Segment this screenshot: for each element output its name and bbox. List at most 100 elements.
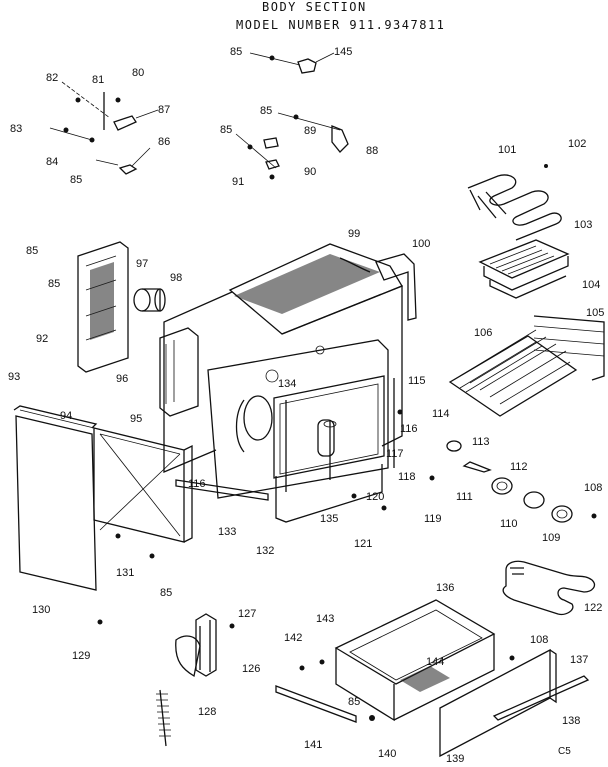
callout-141: 141 (304, 739, 323, 751)
part-94-door-glass (93, 427, 193, 559)
part-81-87-group (49, 81, 159, 175)
callout-112: 112 (510, 461, 528, 473)
callout-136: 136 (436, 582, 455, 594)
part-133-strip (175, 479, 269, 501)
callout-130: 130 (32, 604, 51, 616)
callout-135: 135 (320, 513, 339, 525)
part-128-spring (156, 689, 171, 747)
callout-108: 108 (530, 634, 549, 646)
callout-85: 85 (348, 696, 361, 708)
callout-116: 116 (188, 478, 206, 490)
callout-95: 95 (130, 413, 143, 425)
part-122-bake-element (502, 560, 596, 616)
callout-133: 133 (218, 526, 237, 538)
callout-145: 145 (334, 46, 353, 58)
callout-100: 100 (412, 238, 431, 250)
callout-89: 89 (304, 125, 317, 137)
callout-93: 93 (8, 371, 21, 383)
callout-116: 116 (400, 423, 418, 435)
callout-85: 85 (160, 587, 173, 599)
callout-92: 92 (36, 333, 49, 345)
callout-120: 120 (366, 491, 385, 503)
corner-mark: C5 (558, 746, 571, 757)
part-100-bracket (375, 253, 417, 321)
callout-98: 98 (170, 272, 183, 284)
part-105-106-rack (448, 315, 605, 417)
part-88-90-group (235, 112, 349, 180)
part-101-broil-element (467, 164, 562, 241)
callout-121: 121 (354, 538, 373, 550)
part-99-oven-body (163, 243, 403, 473)
callout-102: 102 (568, 138, 587, 150)
callout-110: 110 (500, 518, 518, 530)
callout-113: 113 (472, 436, 490, 448)
part-97-98-knob (133, 288, 166, 312)
part-126-hinge (175, 613, 235, 678)
callout-81: 81 (92, 74, 105, 86)
callout-138: 138 (562, 715, 581, 727)
callout-87: 87 (158, 104, 171, 116)
callout-106: 106 (474, 327, 493, 339)
callout-97: 97 (136, 258, 149, 270)
part-138-trim (492, 675, 590, 721)
callout-99: 99 (348, 228, 361, 240)
callout-143: 143 (316, 613, 335, 625)
callout-88: 88 (366, 145, 379, 157)
diagram-title: BODY SECTION (262, 0, 367, 14)
part-130-oven-door (13, 405, 103, 625)
callout-117: 117 (386, 448, 404, 460)
callout-103: 103 (574, 219, 593, 231)
callout-118: 118 (398, 471, 416, 483)
callout-111: 111 (456, 491, 473, 503)
callout-94: 94 (60, 410, 73, 422)
callout-114: 114 (432, 408, 450, 420)
part-109-113-rings (429, 440, 597, 523)
part-92-rear-panel (77, 241, 129, 373)
callout-134: 134 (278, 378, 297, 390)
callout-137: 137 (570, 654, 589, 666)
callout-132: 132 (256, 545, 275, 557)
callout-86: 86 (158, 136, 171, 148)
part-103-104-broil-pan (478, 239, 570, 299)
part-96-side-panel (159, 327, 199, 417)
callout-84: 84 (46, 156, 59, 168)
callout-90: 90 (304, 166, 317, 178)
callout-122: 122 (584, 602, 603, 614)
callout-109: 109 (542, 532, 561, 544)
callout-80: 80 (132, 67, 145, 79)
callout-85: 85 (220, 124, 233, 136)
part-132-front-frame (275, 464, 383, 523)
callout-115: 115 (408, 375, 426, 387)
callout-101: 101 (498, 144, 517, 156)
callout-131: 131 (116, 567, 135, 579)
callout-140: 140 (378, 748, 397, 760)
callout-128: 128 (198, 706, 217, 718)
model-number: MODEL NUMBER 911.9347811 (236, 18, 446, 32)
callout-85: 85 (230, 46, 243, 58)
callout-85: 85 (70, 174, 83, 186)
part-135-light (317, 419, 335, 457)
part-139-drawer-front (439, 648, 557, 758)
callout-144: 144 (426, 656, 445, 668)
callout-142: 142 (284, 632, 303, 644)
callout-96: 96 (116, 373, 129, 385)
callout-104: 104 (582, 279, 601, 291)
callout-82: 82 (46, 72, 59, 84)
part-145-bracket (249, 52, 335, 74)
part-141-rail (275, 685, 375, 723)
callout-127: 127 (238, 608, 257, 620)
callout-139: 139 (446, 753, 465, 765)
callout-105: 105 (586, 307, 605, 319)
callout-85: 85 (48, 278, 61, 290)
callout-85: 85 (260, 105, 273, 117)
callout-83: 83 (10, 123, 23, 135)
callout-91: 91 (232, 176, 245, 188)
callout-129: 129 (72, 650, 91, 662)
callout-126: 126 (242, 663, 261, 675)
part-115-oven-liner (207, 339, 403, 511)
callout-108: 108 (584, 482, 603, 494)
callout-85: 85 (26, 245, 39, 257)
callout-119: 119 (424, 513, 442, 525)
